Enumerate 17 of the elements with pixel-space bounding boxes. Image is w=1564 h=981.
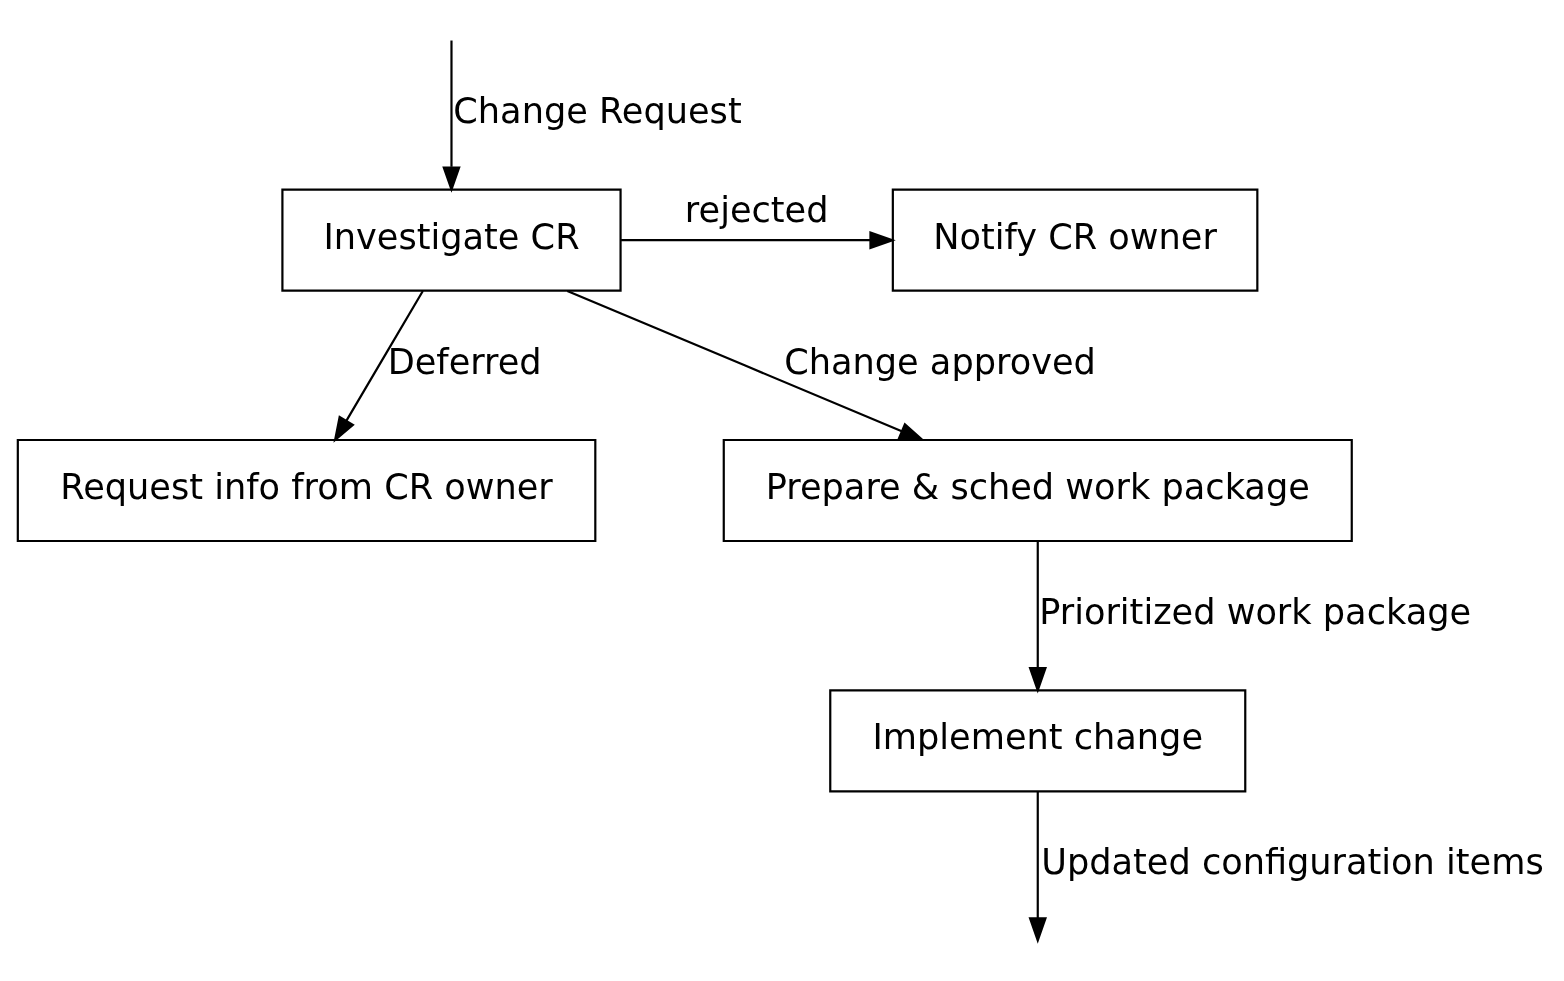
arrow — [1028, 541, 1047, 694]
node-box: Request info from CR owner — [16, 438, 596, 543]
edge-label: Deferred — [387, 340, 542, 382]
node-box: Implement change — [828, 689, 1246, 793]
arrow — [441, 40, 461, 193]
node-box: Prepare & sched work package — [722, 438, 1353, 543]
edge-label: Change approved — [783, 340, 1096, 382]
node-box: Notify CR owner — [891, 188, 1258, 292]
arrow — [1028, 791, 1047, 944]
edge-label: Prioritized work package — [1038, 591, 1471, 632]
edge-label: Change Request — [452, 90, 742, 132]
arrow — [566, 289, 925, 442]
arrow — [620, 230, 896, 250]
edge-label: Updated configuration items — [1040, 841, 1544, 883]
arrow — [332, 290, 424, 443]
node-box: Investigate CR — [280, 188, 622, 292]
edge-label: rejected — [684, 189, 829, 231]
